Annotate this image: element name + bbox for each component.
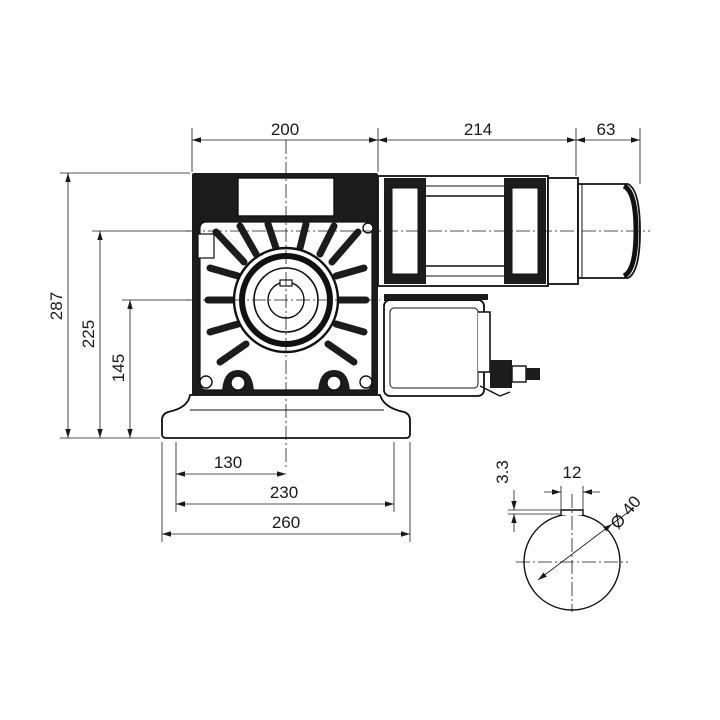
center-lines — [186, 140, 650, 470]
dim-label-130: 130 — [214, 453, 242, 472]
shaft-detail: Ø 40 12 3.3 — [493, 460, 645, 612]
dim-label-key-width: 12 — [563, 463, 582, 482]
dim-label-260: 260 — [272, 513, 300, 532]
top-dimensions: 200 214 63 — [191, 120, 641, 184]
dim-label-63: 63 — [597, 120, 616, 139]
bottom-dimensions: 130 230 260 — [161, 442, 411, 542]
dim-label-214: 214 — [464, 120, 492, 139]
dim-label-diameter: Ø 40 — [607, 492, 645, 532]
dim-line-diameter — [537, 523, 613, 581]
terminal-box — [383, 294, 540, 397]
dim-label-key-height: 3.3 — [493, 460, 512, 484]
dim-label-200: 200 — [271, 120, 299, 139]
dim-label-287: 287 — [47, 292, 66, 320]
left-dimensions: 287 225 145 — [47, 172, 190, 439]
dim-label-230: 230 — [270, 483, 298, 502]
gearbox-housing — [192, 173, 378, 395]
dim-label-145: 145 — [109, 354, 128, 382]
dim-label-225: 225 — [79, 320, 98, 348]
